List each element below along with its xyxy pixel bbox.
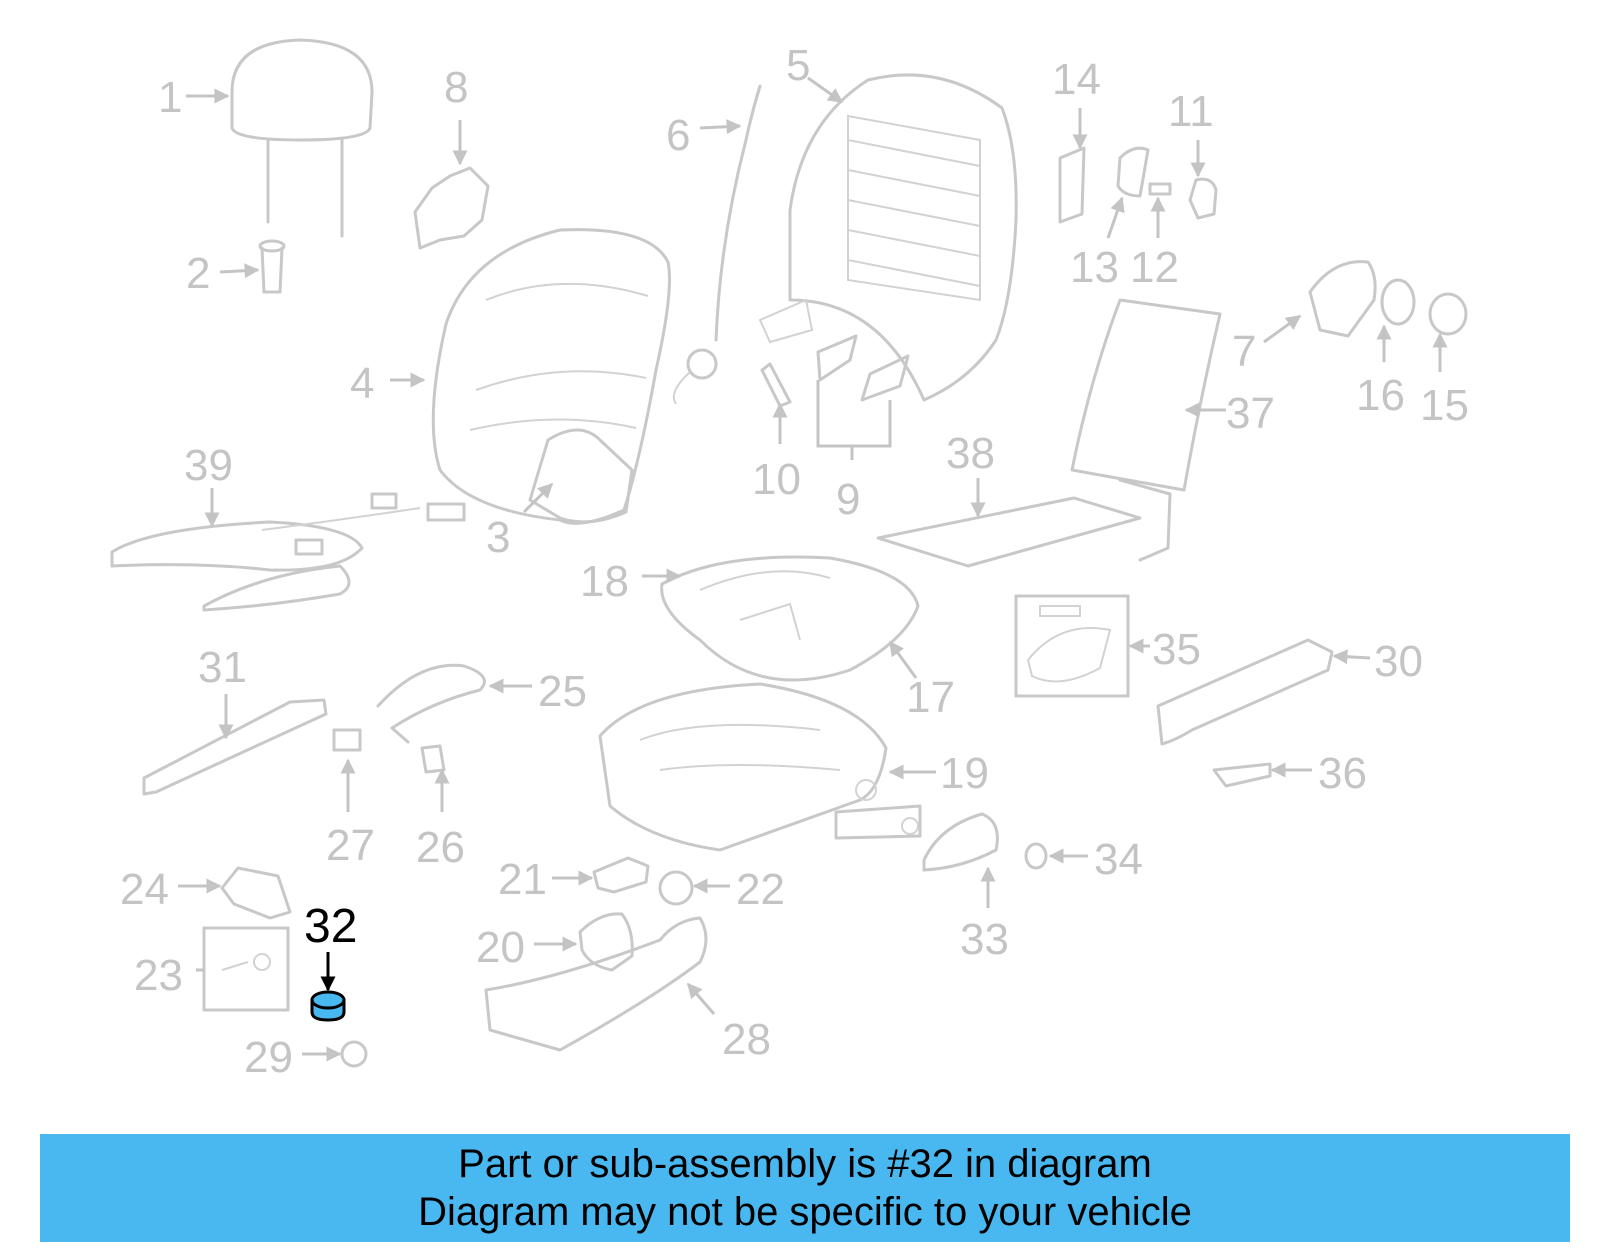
label-29: 29 — [244, 1033, 293, 1082]
label-31: 31 — [198, 643, 247, 692]
part-bolt-kit — [202, 926, 290, 1012]
part-side-trim-strip — [1156, 638, 1334, 746]
part-motor — [592, 856, 650, 894]
label-36: 36 — [1318, 749, 1367, 798]
label-1: 1 — [158, 73, 182, 122]
label-39: 39 — [184, 441, 233, 490]
banner-line-disclaimer: Diagram may not be specific to your vehi… — [418, 1190, 1192, 1234]
part-seat-cushion — [660, 555, 920, 682]
label-25: 25 — [538, 667, 587, 716]
part-knob — [1116, 146, 1150, 198]
part-seat-pad — [876, 496, 1142, 568]
part-cover-plate — [1308, 260, 1377, 338]
label-17: 17 — [906, 673, 955, 722]
label-6: 6 — [666, 111, 690, 160]
part-handle — [1212, 762, 1272, 788]
part-release-cable — [332, 663, 486, 774]
label-21: 21 — [498, 855, 547, 904]
info-banner: Part or sub-assembly is #32 in diagram D… — [40, 1134, 1570, 1242]
part-32-highlighted — [310, 990, 346, 1022]
label-4: 4 — [350, 359, 374, 408]
label-20: 20 — [476, 923, 525, 972]
part-lower-trim — [142, 698, 328, 796]
label-14: 14 — [1052, 55, 1101, 104]
banner-line-part-number: Part or sub-assembly is #32 in diagram — [458, 1142, 1152, 1186]
part-small-clip — [1148, 182, 1172, 196]
label-27: 27 — [326, 821, 375, 870]
label-30: 30 — [1374, 637, 1423, 686]
leader-lines — [178, 76, 1448, 1062]
callout-labels: 1 2 3 4 5 6 7 8 9 10 11 12 13 14 15 16 1… — [120, 41, 1469, 1082]
label-37: 37 — [1226, 389, 1275, 438]
label-3: 3 — [486, 513, 510, 562]
label-15: 15 — [1420, 381, 1469, 430]
part-plug — [1024, 842, 1048, 870]
label-33: 33 — [960, 915, 1009, 964]
part-recliner-kit — [1014, 594, 1130, 698]
label-16: 16 — [1356, 371, 1405, 420]
part-adjust-lever — [922, 812, 999, 872]
part-heater-element — [110, 492, 466, 612]
label-26: 26 — [416, 823, 465, 872]
part-guide-sleeve — [258, 239, 286, 294]
part-back-board — [1070, 298, 1222, 492]
part-bushing — [658, 870, 694, 906]
label-7: 7 — [1232, 327, 1256, 376]
label-22: 22 — [736, 865, 785, 914]
label-32-highlighted: 32 — [304, 900, 357, 953]
part-seat-back-frame — [758, 73, 1018, 402]
label-11: 11 — [1168, 87, 1214, 136]
part-ring — [1380, 278, 1416, 326]
label-5: 5 — [786, 41, 810, 90]
part-small-cover — [220, 866, 292, 920]
label-8: 8 — [444, 63, 468, 112]
part-button — [1188, 177, 1218, 220]
part-bracket-left — [816, 334, 858, 382]
seat-parts-diagram: 1 2 3 4 5 6 7 8 9 10 11 12 13 14 15 16 1… — [110, 38, 1469, 1082]
part-bracket-right — [860, 354, 910, 402]
label-19: 19 — [940, 749, 989, 798]
label-10: 10 — [752, 455, 801, 504]
part-nut — [1428, 292, 1468, 336]
label-2: 2 — [186, 249, 210, 298]
label-24: 24 — [120, 865, 169, 914]
label-38: 38 — [946, 429, 995, 478]
part-seat-belt — [672, 84, 762, 405]
part-seat-back-cushion — [431, 228, 671, 525]
label-23: 23 — [134, 951, 183, 1000]
part-headrest — [230, 38, 374, 238]
label-34: 34 — [1094, 835, 1143, 884]
part-side-shield — [484, 916, 708, 1052]
label-28: 28 — [722, 1015, 771, 1064]
label-9: 9 — [836, 475, 860, 524]
part-bracket-small — [760, 362, 792, 408]
label-13: 13 — [1070, 243, 1119, 292]
label-35: 35 — [1152, 625, 1201, 674]
part-seat-frame — [598, 682, 922, 852]
label-18: 18 — [580, 557, 629, 606]
part-back-panel — [528, 428, 634, 524]
part-switch-cover — [1058, 146, 1086, 224]
label-12: 12 — [1130, 243, 1179, 292]
part-wire-frame — [1118, 478, 1172, 562]
part-side-trim — [413, 166, 490, 250]
part-cap — [340, 1040, 368, 1068]
part-gear-motor — [578, 912, 634, 972]
